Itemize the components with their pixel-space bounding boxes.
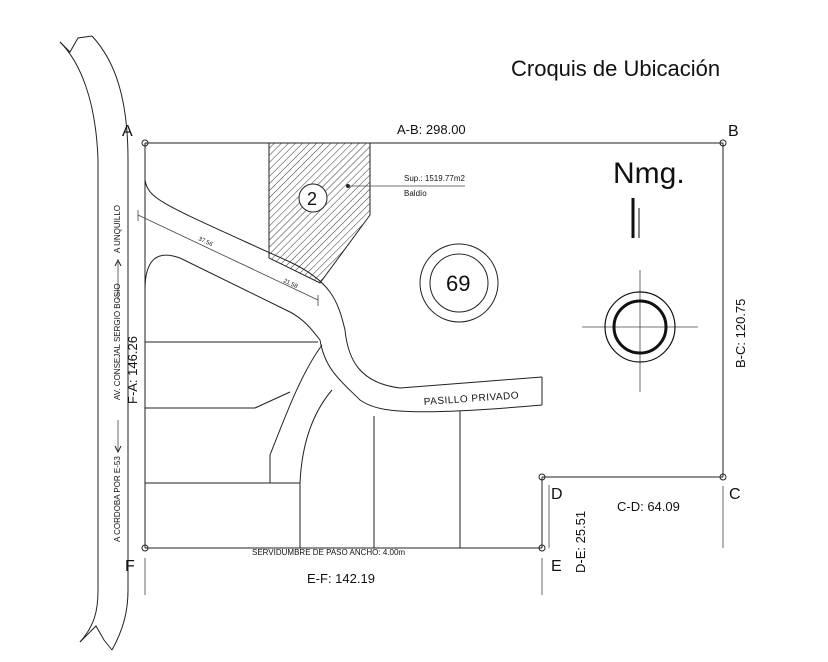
lot-2-area xyxy=(268,142,371,284)
road-label-unquillo: A UNQUILLO xyxy=(113,205,122,253)
corner-marker-b xyxy=(719,139,727,147)
main-road xyxy=(59,35,129,651)
road-label-cordoba: A CORDOBA POR E-53 xyxy=(113,456,122,542)
corner-label-e: E xyxy=(551,558,562,575)
side-road-annotations: A UNQUILLO AV. CONSEJAL SERGIO BOSIO A C… xyxy=(113,205,122,542)
block-69: 69 xyxy=(419,243,499,323)
lot-surface: Sup.: 1519.77m2 xyxy=(404,174,465,183)
lot-2-marker xyxy=(298,183,328,213)
corner-label-f: F xyxy=(125,558,135,575)
corner-marker-c xyxy=(719,473,727,481)
compass-inner-ring xyxy=(612,299,668,355)
lot-2: 2 Sup.: 1519.77m2 Baldío xyxy=(268,142,465,284)
corner-marker-a xyxy=(141,139,149,147)
property-boundary xyxy=(144,142,724,549)
dimension-de: D-E: 25.51 xyxy=(573,511,588,573)
dimension-cd: C-D: 64.09 xyxy=(617,499,680,514)
corner-label-b: B xyxy=(728,123,739,140)
sketch-title: Croquis de Ubicación xyxy=(511,56,720,81)
corner-markers xyxy=(141,139,727,552)
north-indicator: Nmg. xyxy=(582,157,698,392)
corner-marker-e xyxy=(538,544,546,552)
dimension-ab: A-B: 298.00 xyxy=(397,122,466,137)
pasillo-label: PASILLO PRIVADO xyxy=(423,390,519,408)
north-label: Nmg. xyxy=(613,157,685,190)
corner-marker-f xyxy=(141,544,149,552)
servidumbre-label: SERVIDUMBRE DE PASO ANCHO: 4.00m xyxy=(252,548,405,557)
dimension-bc: B-C: 120.75 xyxy=(733,299,748,368)
dimension-ef: E-F: 142.19 xyxy=(307,571,375,586)
road-label-avenue: AV. CONSEJAL SERGIO BOSIO xyxy=(113,283,122,400)
dimension-lines xyxy=(144,485,724,595)
lot-dimension-2: 21.58 xyxy=(282,278,299,290)
lot-2-number: 2 xyxy=(307,189,317,209)
lot-status: Baldío xyxy=(404,189,427,198)
block-number: 69 xyxy=(446,271,470,296)
corner-label-c: C xyxy=(729,486,741,503)
corner-label-d: D xyxy=(551,486,563,503)
compass-outer-ring xyxy=(604,291,676,363)
corner-label-a: A xyxy=(122,123,133,140)
internal-road xyxy=(144,179,543,548)
dimension-fa: F-A: 146.26 xyxy=(125,336,140,404)
corner-marker-d xyxy=(538,473,546,481)
